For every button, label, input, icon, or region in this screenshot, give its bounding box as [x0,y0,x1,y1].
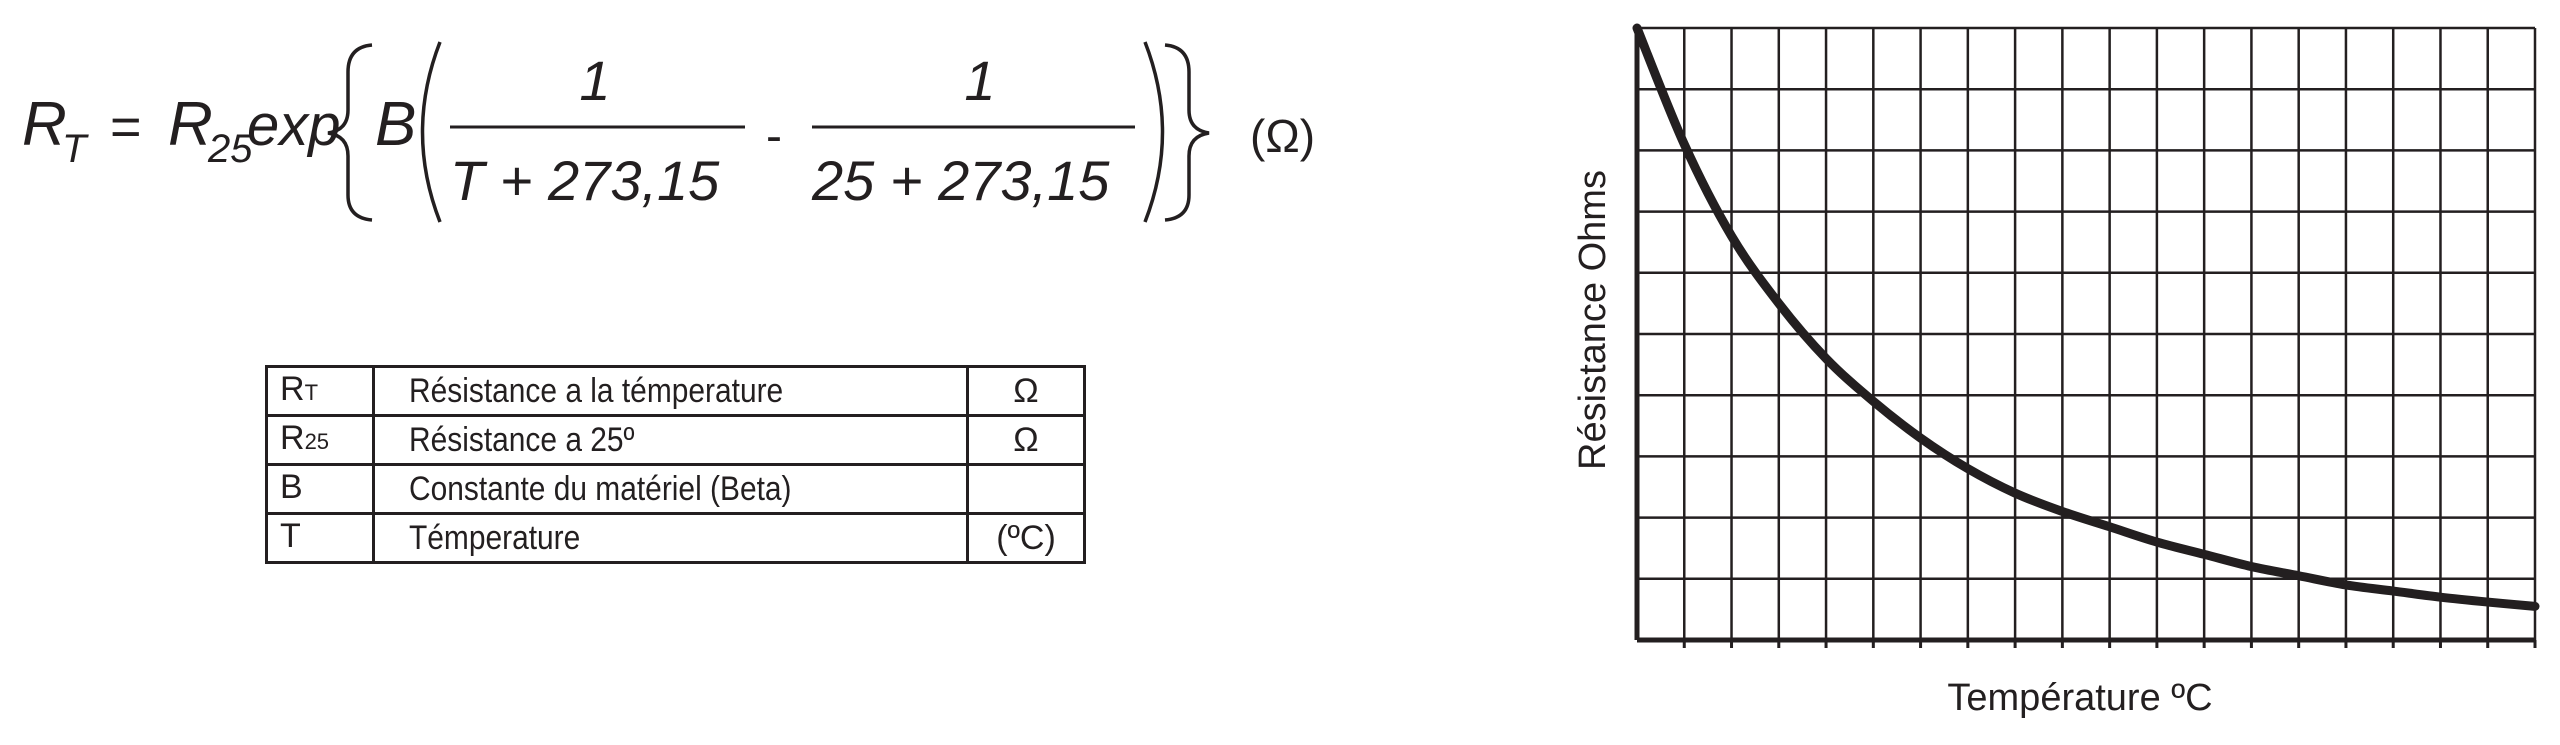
resistance-curve [1632,23,2540,611]
unit: (ºC) [996,519,1056,557]
unit-cell: Ω [966,414,1086,466]
description: Résistance a 25º [409,421,635,459]
frac2-denominator: 25 + 273,15 [811,149,1110,212]
unit-cell: (ºC) [966,512,1086,564]
symbol-cell: B [265,463,375,515]
symbol: B [280,468,303,506]
variables-table: RT Résistance a la témperature Ω R25 Rés… [265,365,1086,564]
thermistor-formula: R T = R 25 exp B 1 T + 273,15 - 1 25 + 2… [0,0,1420,260]
formula-lhs-symbol: R [22,90,67,159]
unit: Ω [1013,372,1039,410]
x-axis-ticks [1682,640,2537,648]
y-axis-label: Résistance Ohms [1572,170,1614,470]
formula-graphic: R T = R 25 exp B 1 T + 273,15 - 1 25 + 2… [22,41,1315,223]
table-row: RT Résistance a la témperature Ω [265,365,1086,417]
formula-minus: - [766,110,782,163]
table-row: T Témperature (ºC) [265,512,1086,564]
frac1-numerator: 1 [579,49,610,112]
symbol-cell: RT [265,365,375,417]
left-paren [420,41,442,223]
table-row: R25 Résistance a 25º Ω [265,414,1086,466]
unit-cell: Ω [966,365,1086,417]
symbol-cell: R25 [265,414,375,466]
right-curly-brace [1164,43,1210,222]
description-cell: Constante du matériel (Beta) [372,463,969,515]
description-cell: Témperature [372,512,969,564]
formula-r-subscript: 25 [207,127,253,171]
resistance-temperature-chart: Température ºC Résistance Ohms [1550,0,2560,740]
formula-lhs-subscript: T [62,127,89,171]
symbol-cell: T [265,512,375,564]
variables-table-body: RT Résistance a la témperature Ω R25 Rés… [265,365,1086,564]
symbol: R [280,370,305,408]
table-row: B Constante du matériel (Beta) [265,463,1086,515]
description: Constante du matériel (Beta) [409,470,792,508]
formula-r-symbol: R [168,90,213,159]
description-cell: Résistance a 25º [372,414,969,466]
left-curly-brace [327,43,373,222]
x-axis-label: Température ºC [1947,677,2212,719]
symbol-subscript: T [304,380,319,405]
description: Résistance a la témperature [409,372,784,410]
description-cell: Résistance a la témperature [372,365,969,417]
unit-cell [966,463,1086,515]
right-paren [1143,41,1165,223]
formula-unit: (Ω) [1250,110,1315,162]
formula-exp: exp [247,93,341,158]
symbol: T [280,517,301,555]
formula-equals: = [110,97,142,157]
symbol: R [280,419,305,457]
frac2-numerator: 1 [964,49,995,112]
formula-b: B [375,90,416,159]
unit: Ω [1013,421,1039,459]
description: Témperature [409,519,581,557]
frac1-denominator: T + 273,15 [450,149,720,212]
symbol-subscript: 25 [304,429,330,454]
chart-grid [1637,26,2537,640]
chart-svg: Température ºC Résistance Ohms [1572,23,2540,719]
